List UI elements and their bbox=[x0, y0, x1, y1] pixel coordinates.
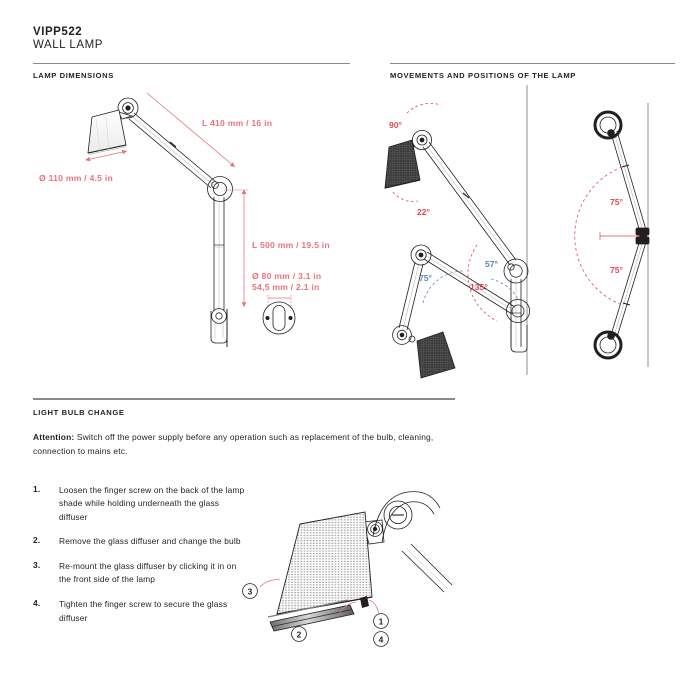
dimension-arm-upper: L 410 mm / 16 in bbox=[202, 118, 272, 128]
lamp-shade-perforated bbox=[276, 511, 373, 615]
section-title-bulb-change: LIGHT BULB CHANGE bbox=[33, 408, 125, 417]
movements-top-view-drawing: 75° 75° bbox=[560, 95, 690, 375]
angle-label-22: 22° bbox=[417, 207, 431, 217]
angle-label-75-side: 75° bbox=[419, 273, 433, 283]
divider-movements bbox=[390, 63, 675, 64]
diffuser-clip bbox=[360, 596, 369, 608]
wall-plate-detail bbox=[262, 301, 296, 335]
callout-label-1: 1 bbox=[379, 616, 384, 626]
angle-arcs-blue bbox=[422, 270, 520, 304]
instruction-list: 1. Loosen the finger screw on the back o… bbox=[33, 484, 248, 636]
attention-text: Switch off the power supply before any o… bbox=[33, 432, 434, 457]
callout-3 bbox=[242, 583, 258, 599]
title-block: VIPP522 WALL LAMP bbox=[33, 26, 103, 52]
step-number: 1. bbox=[33, 484, 41, 494]
callout-1 bbox=[373, 613, 389, 629]
step-number: 2. bbox=[33, 535, 41, 546]
angle-label-135: 135° bbox=[470, 282, 488, 292]
dimension-shade-diameter: Ø 110 mm / 4.5 in bbox=[39, 173, 113, 183]
product-code: VIPP522 bbox=[33, 26, 83, 38]
list-item: 4. Tighten the finger screw to secure th… bbox=[33, 598, 248, 625]
angle-label-90: 90° bbox=[389, 120, 403, 130]
callout-label-4: 4 bbox=[379, 634, 384, 644]
callout-2 bbox=[291, 626, 307, 642]
lamp-arm-assembly bbox=[362, 491, 453, 593]
lamp-dimensions-drawing: L 410 mm / 16 in Ø 110 mm / 4.5 in L 500… bbox=[30, 85, 360, 365]
top-view-arm-upper bbox=[593, 110, 647, 233]
divider-bulb-change bbox=[33, 398, 455, 400]
dimension-base-diameter: Ø 80 mm / 3.1 in bbox=[252, 271, 321, 281]
step-text: Loosen the finger screw on the back of t… bbox=[59, 485, 245, 522]
bulb-change-drawing: 3 2 1 4 bbox=[232, 472, 453, 652]
movements-side-view-drawing: 90° 22° 135° 57° 75° bbox=[384, 85, 575, 379]
step-text: Re-mount the glass diffuser by clicking … bbox=[59, 561, 237, 585]
step-text: Remove the glass diffuser and change the… bbox=[59, 536, 241, 547]
lamp-outline bbox=[87, 97, 233, 347]
top-view-angle-arcs bbox=[574, 166, 640, 306]
callout-label-3: 3 bbox=[248, 586, 253, 596]
attention-label: Attention: bbox=[33, 432, 75, 442]
product-type: WALL LAMP bbox=[33, 39, 103, 51]
dimension-annotations bbox=[85, 92, 248, 307]
step-number: 3. bbox=[33, 560, 41, 571]
wall-plate-dimension bbox=[267, 295, 292, 306]
angle-label-75-top-lower: 75° bbox=[610, 265, 624, 275]
angle-arcs-red bbox=[392, 103, 498, 322]
attention-notice: Attention: Switch off the power supply b… bbox=[33, 430, 453, 459]
dimension-arm-lower: L 500 mm / 19.5 in bbox=[252, 240, 330, 250]
glass-diffuser bbox=[267, 599, 355, 632]
step-number: 4. bbox=[33, 598, 41, 609]
lamp-position-upper bbox=[384, 130, 529, 284]
section-title-dimensions: LAMP DIMENSIONS bbox=[33, 71, 114, 80]
callout-label-2: 2 bbox=[297, 629, 302, 639]
lamp-position-lower bbox=[392, 244, 531, 379]
callout-leaders bbox=[259, 578, 380, 616]
dimension-base-width: 54,5 mm / 2.1 in bbox=[252, 282, 320, 292]
section-title-movements: MOVEMENTS AND POSITIONS OF THE LAMP bbox=[390, 71, 576, 80]
top-view-arm-lower bbox=[593, 239, 647, 360]
list-item: 3. Re-mount the glass diffuser by clicki… bbox=[33, 560, 248, 587]
angle-label-75-top-upper: 75° bbox=[610, 197, 624, 207]
list-item: 2. Remove the glass diffuser and change … bbox=[33, 535, 248, 548]
list-item: 1. Loosen the finger screw on the back o… bbox=[33, 484, 248, 524]
step-text: Tighten the finger screw to secure the g… bbox=[59, 599, 228, 623]
angle-label-57: 57° bbox=[485, 259, 499, 269]
callout-4 bbox=[373, 631, 389, 647]
divider-dimensions bbox=[33, 63, 350, 64]
